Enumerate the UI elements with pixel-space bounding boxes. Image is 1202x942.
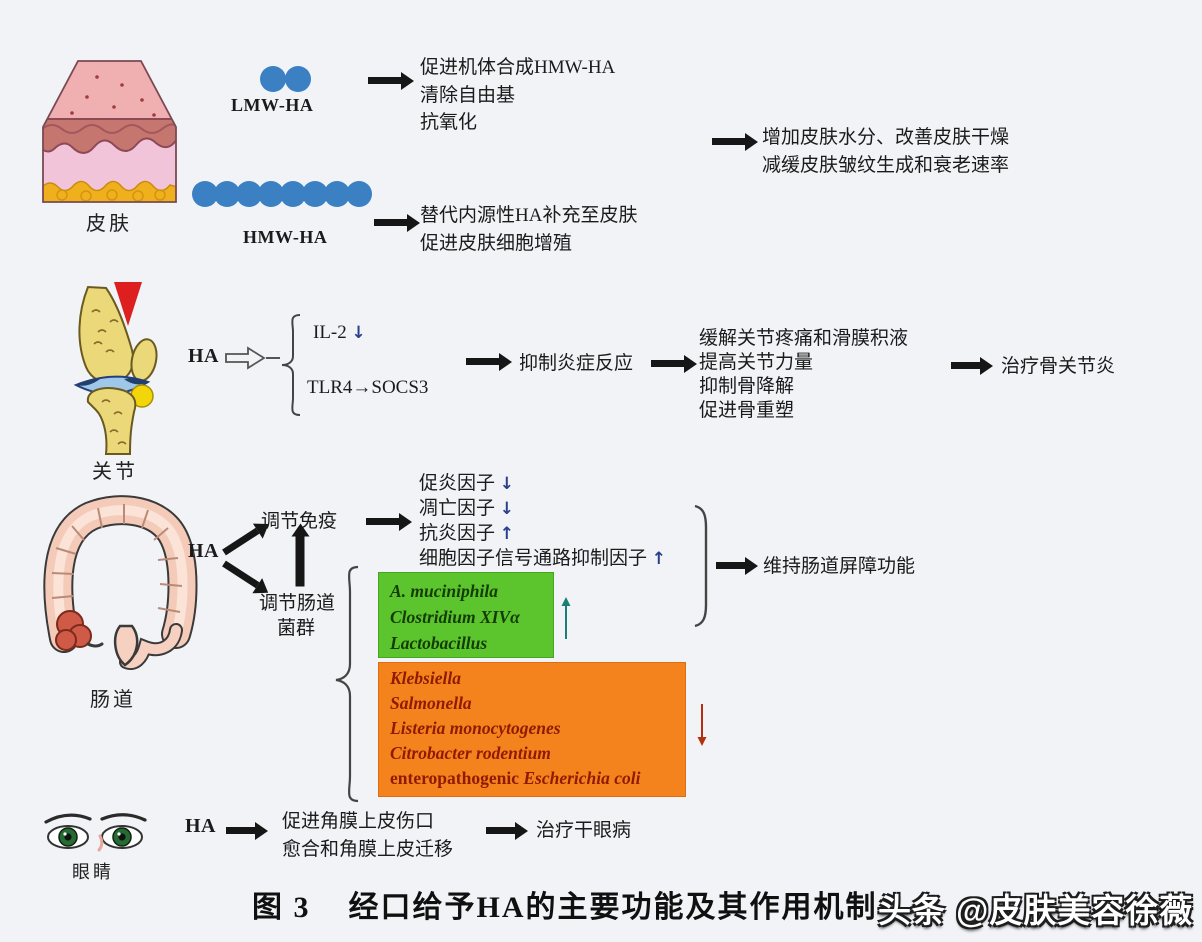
joint-outcome-line: 抑制骨降解 (699, 376, 795, 397)
caption-number: 图 3 (252, 891, 311, 924)
skin-outcome-line: 增加皮肤水分、改善皮肤干燥 (762, 127, 1010, 148)
gut-organ-label: 肠道 (90, 689, 136, 711)
joint-mediator-tlr4: TLR4→SOCS3 (307, 377, 429, 398)
skin-outcome-line: 减缓皮肤皱纹生成和衰老速率 (762, 155, 1010, 176)
gut-barrier-outcome: 维持肠道屏障功能 (763, 556, 916, 577)
joint-effect: 抑制炎症反应 (519, 353, 634, 374)
up-arrow-glyph: ↑ (651, 549, 667, 569)
skin-illustration (42, 60, 177, 203)
gut-branch-immune: 调节免疫 (261, 511, 338, 532)
increase-arrow-icon (561, 597, 571, 639)
arrow-right-icon (226, 827, 255, 834)
eye-effect-line: 愈合和角膜上皮迁移 (282, 839, 454, 860)
right-square-bracket-icon (694, 504, 708, 628)
bacteria-name: Klebsiella (390, 668, 461, 688)
arrow-right-icon (651, 360, 684, 367)
eye-effect-line: 促进角膜上皮伤口 (282, 811, 435, 832)
hmw-effect-line: 替代内源性HA补充至皮肤 (420, 205, 638, 226)
eye-organ-label: 眼睛 (72, 862, 114, 882)
lmw-ha-label: LMW-HA (231, 95, 314, 115)
cytokine-label: 抗炎因子 (419, 523, 496, 544)
down-arrow-glyph: ↓ (499, 499, 515, 519)
joint-result: 治疗骨关节炎 (1001, 356, 1116, 377)
figure-caption: 图 3 经口给予HA的主要功能及其作用机制 (252, 882, 878, 926)
intestine-illustration (43, 495, 198, 670)
gut-ha-label: HA (188, 540, 219, 562)
bacteria-name: enteropathogenic Escherichia coli (390, 766, 685, 791)
hmw-effect-line: 促进皮肤细胞增殖 (420, 233, 573, 254)
arrow-right-icon (712, 138, 745, 145)
bacteria-name: Salmonella (390, 693, 472, 713)
arrow-diagonal-down-icon (222, 560, 260, 589)
bacteria-name-prefix: enteropathogenic (390, 768, 524, 788)
eyes-illustration (44, 813, 147, 852)
down-arrow-glyph: ↓ (351, 323, 366, 343)
arrow-right-icon (716, 562, 745, 569)
bacteria-name: Citrobacter rodentium (390, 743, 551, 763)
il2-label: IL-2 (313, 322, 347, 343)
cytokine-line: 凋亡因子 ↓ (419, 493, 514, 520)
bacteria-name: Lactobacillus (390, 633, 488, 653)
cytokine-label: 细胞因子信号通路抑制因子 (419, 548, 648, 569)
joint-outcome-line: 促进骨重塑 (699, 400, 795, 421)
lmw-effect-line: 清除自由基 (420, 85, 516, 106)
hollow-arrow-right-icon (225, 346, 266, 370)
joint-outcome-line: 提高关节力量 (699, 352, 814, 373)
skin-organ-label: 皮肤 (86, 213, 132, 235)
hmw-ha-label: HMW-HA (243, 227, 328, 247)
caption-title: 经口给予HA的主要功能及其作用机制 (348, 891, 878, 924)
down-arrow-glyph: ↓ (499, 474, 515, 494)
eye-ha-label: HA (185, 815, 216, 837)
bacteria-name-species: Escherichia coli (523, 768, 641, 788)
bacteria-name: Clostridium XIVα (390, 607, 520, 627)
joint-ha-label: HA (188, 345, 219, 367)
left-curly-brace-icon (281, 314, 301, 416)
arrow-right-icon (486, 827, 515, 834)
bacteria-name: Listeria monocytogenes (390, 718, 561, 738)
cytokine-line: 抗炎因子 ↑ (419, 518, 514, 545)
arrow-right-icon (466, 358, 499, 365)
connector-line (266, 357, 280, 359)
cytokine-label: 促炎因子 (419, 473, 496, 494)
arrow-diagonal-up-icon (222, 527, 260, 556)
cytokine-line: 促炎因子 ↓ (419, 468, 514, 495)
beneficial-bacteria-box: A. muciniphila Clostridium XIVα Lactobac… (378, 572, 554, 658)
up-arrow-glyph: ↑ (499, 524, 515, 544)
arrow-right-icon (366, 518, 399, 525)
gut-branch-flora: 调节肠道 (259, 593, 336, 614)
arrow-up-icon (295, 536, 305, 587)
hmw-ha-molecule-icon (192, 181, 372, 207)
bacteria-name: A. muciniphila (390, 581, 498, 601)
cytokine-line: 细胞因子信号通路抑制因子 ↑ (419, 543, 666, 570)
joint-mediator-il2: IL-2 ↓ (313, 322, 366, 344)
big-left-curly-brace-icon (335, 565, 359, 803)
arrow-right-icon (368, 77, 401, 84)
cytokine-label: 凋亡因子 (419, 498, 496, 519)
watermark-text: 头条 @皮肤美容徐薇 (878, 892, 1194, 929)
arrow-right-icon (374, 219, 407, 226)
eye-result: 治疗干眼病 (536, 820, 632, 841)
joint-illustration (73, 282, 158, 455)
arrow-right-icon (951, 362, 980, 369)
lmw-ha-molecule-icon (260, 66, 311, 92)
lmw-effect-line: 促进机体合成HMW-HA (420, 57, 616, 78)
lmw-effect-line: 抗氧化 (420, 112, 478, 133)
joint-outcome-line: 缓解关节疼痛和滑膜积液 (699, 328, 909, 349)
pathogenic-bacteria-box: Klebsiella Salmonella Listeria monocytog… (378, 662, 686, 797)
decrease-arrow-icon (697, 704, 707, 746)
joint-organ-label: 关节 (92, 461, 138, 483)
gut-branch-flora: 菌群 (277, 618, 316, 639)
